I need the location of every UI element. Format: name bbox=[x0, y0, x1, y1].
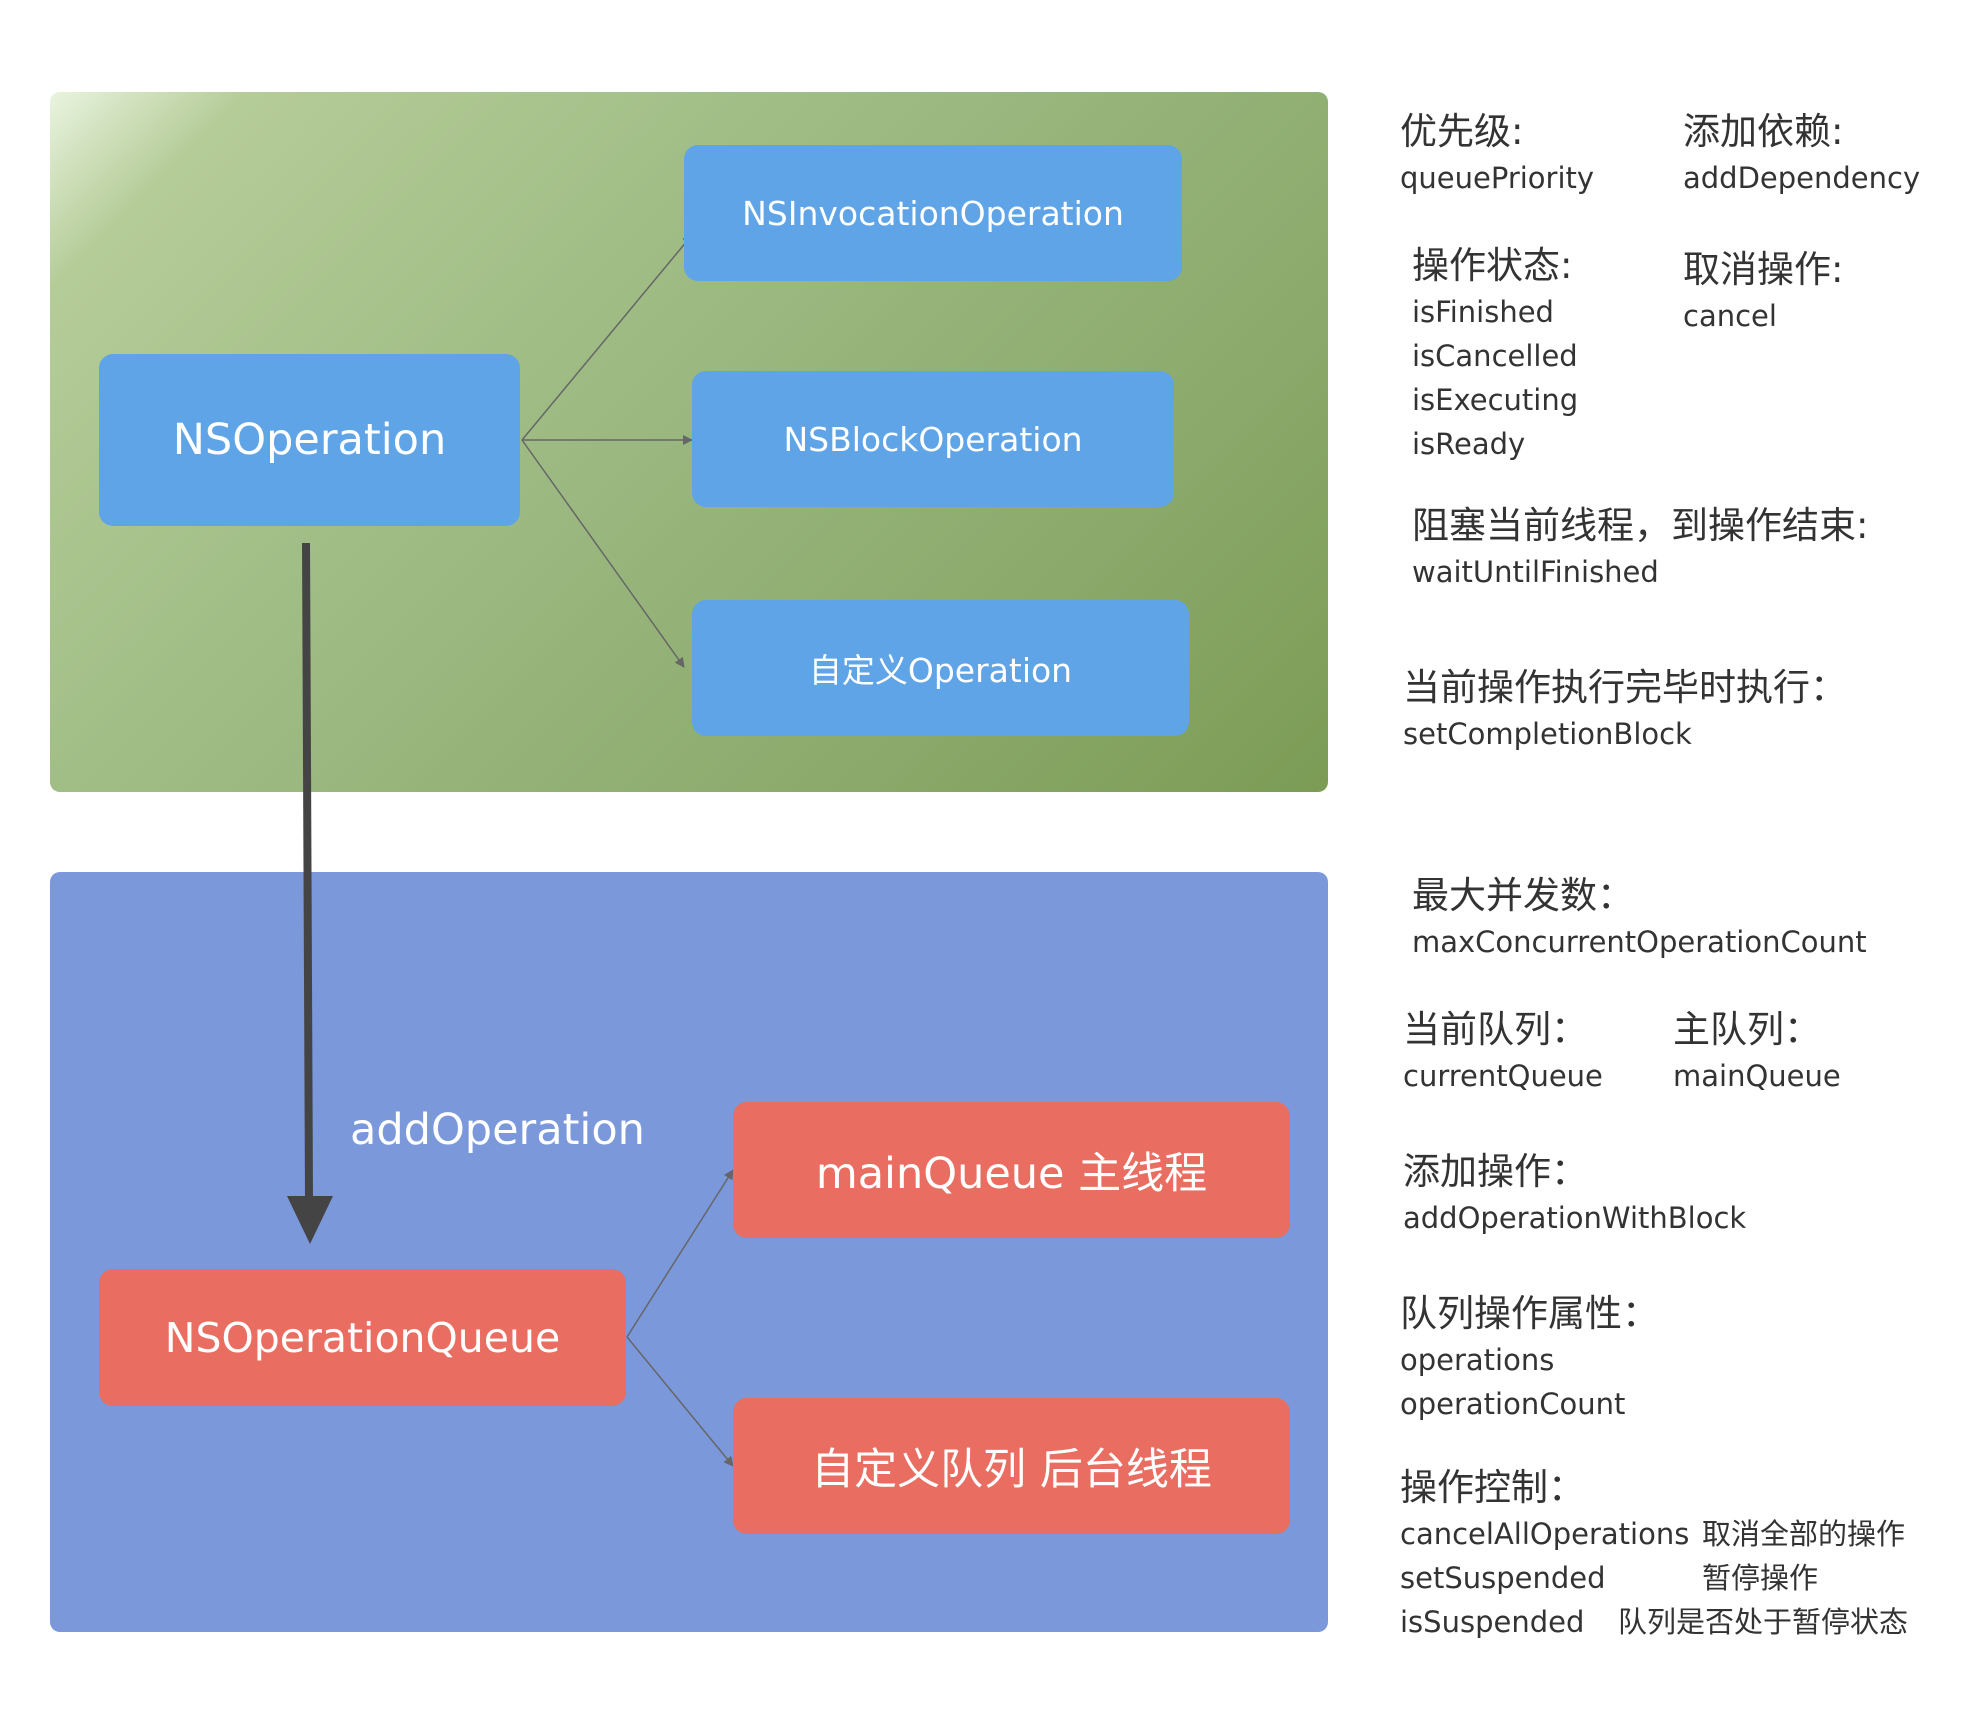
note-queue-props-value: operationCount bbox=[1400, 1387, 1626, 1421]
add-operation-label: addOperation bbox=[350, 1105, 645, 1155]
main-queue-node: mainQueue 主线程 bbox=[733, 1102, 1290, 1238]
block-operation-node: NSBlockOperation bbox=[692, 371, 1174, 507]
note-control-title: 操作控制： bbox=[1400, 1466, 1585, 1509]
nsoperation-label: NSOperation bbox=[172, 415, 447, 465]
note-cancel-value: cancel bbox=[1683, 299, 1777, 333]
note-state-value: isExecuting bbox=[1412, 383, 1579, 417]
note-max-concurrent: 最大并发数： maxConcurrentOperationCount bbox=[1412, 872, 1867, 964]
note-state-title: 操作状态: bbox=[1412, 244, 1573, 287]
note-queue-props: 队列操作属性： operations operationCount bbox=[1400, 1290, 1659, 1426]
block-operation-label: NSBlockOperation bbox=[783, 419, 1083, 459]
note-control-row: isSuspended 队列是否处于暂停状态 bbox=[1400, 1600, 1908, 1644]
note-main-queue-value: mainQueue bbox=[1673, 1059, 1841, 1093]
note-current-queue: 当前队列： currentQueue bbox=[1403, 1006, 1603, 1098]
note-control-desc: 取消全部的操作 bbox=[1702, 1517, 1906, 1551]
note-state-value: isFinished bbox=[1412, 295, 1554, 329]
note-control-desc: 暂停操作 bbox=[1702, 1561, 1819, 1595]
custom-queue-node: 自定义队列 后台线程 bbox=[733, 1398, 1290, 1534]
note-completion: 当前操作执行完毕时执行： setCompletionBlock bbox=[1403, 664, 1847, 756]
note-priority-value: queuePriority bbox=[1400, 161, 1595, 195]
note-completion-value: setCompletionBlock bbox=[1403, 717, 1692, 751]
invocation-operation-node: NSInvocationOperation bbox=[684, 145, 1182, 281]
note-current-queue-value: currentQueue bbox=[1403, 1059, 1603, 1093]
note-completion-title: 当前操作执行完毕时执行： bbox=[1403, 666, 1847, 709]
note-priority-title: 优先级: bbox=[1400, 110, 1524, 153]
note-state-value: isCancelled bbox=[1412, 339, 1578, 373]
note-add-operation-title: 添加操作： bbox=[1403, 1150, 1588, 1193]
connector-to-invocation bbox=[521, 234, 693, 441]
note-main-queue-title: 主队列： bbox=[1673, 1008, 1821, 1051]
operation-queue-label: NSOperationQueue bbox=[164, 1313, 561, 1362]
custom-queue-label: 自定义队列 后台线程 bbox=[811, 1445, 1212, 1495]
note-add-operation-value: addOperationWithBlock bbox=[1403, 1201, 1747, 1235]
add-operation-arrow-head bbox=[287, 1196, 333, 1244]
nsoperation-node: NSOperation bbox=[99, 354, 520, 526]
note-wait-value: waitUntilFinished bbox=[1412, 555, 1659, 589]
connector-to-customqueue bbox=[626, 1336, 734, 1467]
note-control-row: setSuspended 暂停操作 bbox=[1400, 1556, 1908, 1600]
custom-operation-node: 自定义Operation bbox=[692, 600, 1189, 736]
note-wait: 阻塞当前线程，到操作结束: waitUntilFinished bbox=[1412, 502, 1868, 594]
note-wait-title: 阻塞当前线程，到操作结束: bbox=[1412, 504, 1869, 547]
note-control-method: cancelAllOperations bbox=[1400, 1517, 1690, 1551]
note-queue-props-title: 队列操作属性： bbox=[1400, 1292, 1659, 1335]
note-cancel: 取消操作: cancel bbox=[1683, 246, 1843, 338]
operation-queue-node: NSOperationQueue bbox=[99, 1269, 626, 1406]
connector-to-mainqueue bbox=[626, 1169, 734, 1338]
note-control: 操作控制： cancelAllOperations 取消全部的操作 setSusp… bbox=[1400, 1464, 1908, 1644]
note-dependency-value: addDependency bbox=[1683, 161, 1921, 195]
note-main-queue: 主队列： mainQueue bbox=[1673, 1006, 1841, 1098]
note-control-method: setSuspended bbox=[1400, 1561, 1606, 1595]
note-control-row: cancelAllOperations 取消全部的操作 bbox=[1400, 1512, 1908, 1556]
note-priority: 优先级: queuePriority bbox=[1400, 108, 1594, 200]
custom-operation-label: 自定义Operation bbox=[808, 651, 1073, 690]
note-current-queue-title: 当前队列： bbox=[1403, 1008, 1588, 1051]
note-max-concurrent-value: maxConcurrentOperationCount bbox=[1412, 925, 1867, 959]
note-state-value: isReady bbox=[1412, 427, 1526, 461]
note-max-concurrent-title: 最大并发数： bbox=[1412, 874, 1634, 917]
note-add-operation: 添加操作： addOperationWithBlock bbox=[1403, 1148, 1746, 1240]
note-control-desc: 队列是否处于暂停状态 bbox=[1618, 1605, 1909, 1639]
note-queue-props-value: operations bbox=[1400, 1343, 1555, 1377]
connector-to-custom bbox=[521, 439, 685, 668]
note-dependency: 添加依赖: addDependency bbox=[1683, 108, 1920, 200]
add-operation-arrow-shaft bbox=[302, 542, 313, 1201]
main-queue-label: mainQueue 主线程 bbox=[815, 1149, 1208, 1199]
note-cancel-title: 取消操作: bbox=[1683, 248, 1844, 291]
invocation-operation-label: NSInvocationOperation bbox=[742, 193, 1124, 233]
note-control-method: isSuspended bbox=[1400, 1605, 1585, 1639]
note-state: 操作状态: isFinished isCancelled isExecuting… bbox=[1412, 242, 1578, 466]
note-dependency-title: 添加依赖: bbox=[1683, 110, 1844, 153]
